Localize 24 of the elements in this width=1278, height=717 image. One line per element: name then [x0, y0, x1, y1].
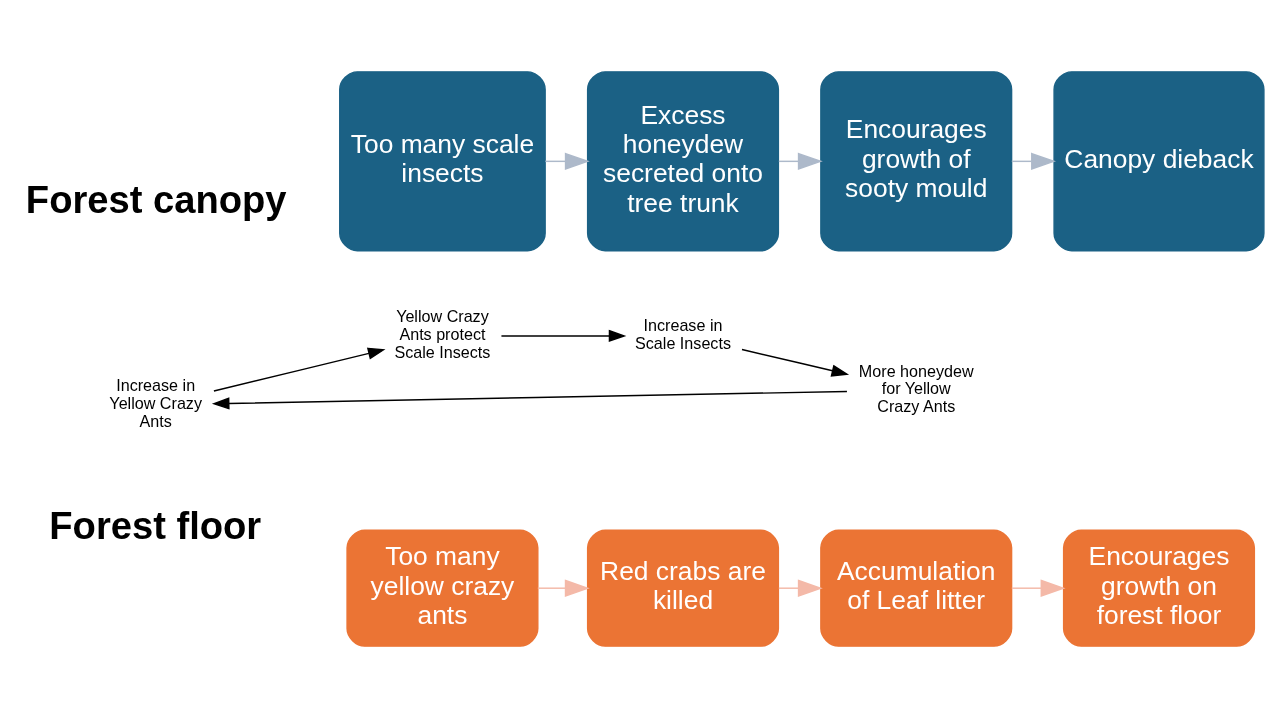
arrow — [778, 578, 823, 597]
node-box: Canopy dieback — [1053, 70, 1265, 252]
label: Forest floor — [49, 503, 262, 547]
node-box: Encourages growth on forest floor — [1062, 529, 1256, 647]
node-text: Yellow Crazy Ants protect Scale Insects — [394, 306, 491, 361]
node-box: Excess honeydew secreted onto tree trunk — [586, 70, 780, 252]
node-text: Increase in Yellow Crazy Ants — [109, 375, 202, 430]
node-text: More honeydew for Yellow Crazy Ants — [858, 361, 974, 415]
arrow — [1011, 152, 1056, 170]
node-box: Accumulation of Leaf litter — [820, 529, 1013, 647]
node-text: Increase in Scale Insects — [635, 315, 731, 352]
arrow — [544, 152, 590, 170]
arrow — [1011, 578, 1066, 597]
node-box: Encourages growth of sooty mould — [820, 70, 1013, 252]
node-box: Too many scale insects — [339, 70, 546, 252]
arrow — [537, 578, 590, 597]
arrow — [213, 347, 386, 392]
arrow — [741, 348, 850, 377]
arrow — [211, 390, 848, 410]
label: Forest canopy — [25, 177, 287, 221]
arrow — [778, 152, 823, 170]
arrow — [500, 329, 627, 342]
node-box: Red crabs are killed — [586, 529, 780, 647]
node-box: Too many yellow crazy ants — [346, 529, 539, 647]
